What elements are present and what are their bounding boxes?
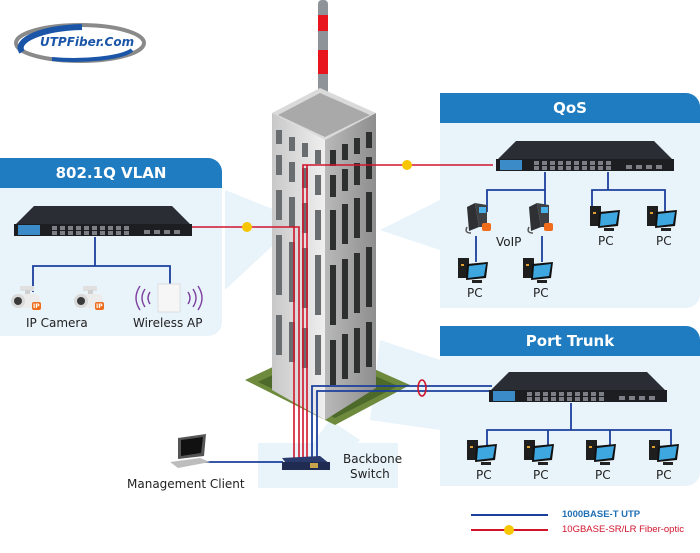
wireless-ap-label: Wireless AP <box>133 316 203 330</box>
management-client-label: Management Client <box>127 477 245 491</box>
ip-badge: IP <box>33 303 40 310</box>
legend-fiber-module-icon <box>504 525 514 535</box>
pc-icon <box>649 440 679 465</box>
qos-switch-icon <box>496 141 674 171</box>
pc-label: PC <box>467 286 483 300</box>
backbone-switch-label-line1: Backbone <box>343 452 403 466</box>
legend-utp-label: 1000BASE-T UTP <box>562 509 641 520</box>
pc-label: PC <box>476 468 492 482</box>
wireless-ap-icon <box>135 283 203 313</box>
vlan-panel-title: 802.1Q VLAN <box>0 158 222 188</box>
pc-icon <box>586 440 616 465</box>
building-right-face <box>325 113 376 420</box>
logo: UTPFiber.Com <box>12 22 147 64</box>
antenna-stripe <box>318 15 328 31</box>
utp-trunk-link <box>316 390 492 465</box>
utp-trunk-link <box>311 385 492 465</box>
qos-panel-title: QoS <box>440 93 700 123</box>
voip-phone-icon <box>527 202 554 234</box>
building-roof-inner <box>278 93 370 137</box>
trunk-panel-title: Port Trunk <box>440 326 700 356</box>
pc-label: PC <box>595 468 611 482</box>
pc-label: PC <box>533 286 549 300</box>
link-aggregation-icon <box>417 379 427 397</box>
utp-trunk-links <box>311 385 492 465</box>
pc-icon <box>458 258 488 283</box>
vlan-utp-links <box>32 237 171 292</box>
legend-fiber-label: 10GBASE-SR/LR Fiber-optic <box>562 524 684 535</box>
laptop-icon <box>170 434 210 468</box>
voip-label: VoIP <box>496 235 522 249</box>
qos-utp-links <box>475 172 666 262</box>
fiber-link-vlan <box>190 226 300 465</box>
pc-label: PC <box>533 468 549 482</box>
trunk-utp-links <box>486 403 672 448</box>
fiber-module-icon <box>242 222 252 232</box>
pc-label: PC <box>656 234 672 248</box>
pc-icon <box>523 258 553 283</box>
pc-label: PC <box>598 234 614 248</box>
pc-icon <box>524 440 554 465</box>
backbone-switch-icon <box>282 456 330 470</box>
fiber-link-qos <box>302 164 493 465</box>
pc-icon <box>467 440 497 465</box>
pc-label: PC <box>656 468 672 482</box>
vlan-switch-icon <box>14 206 192 236</box>
fiber-module-icon <box>402 160 412 170</box>
ray-qos <box>380 200 440 250</box>
fiber-links <box>190 164 493 465</box>
logo-swoosh <box>14 23 146 63</box>
trunk-switch-icon <box>489 372 667 402</box>
pc-icon <box>647 206 677 231</box>
ip-camera-label: IP Camera <box>26 316 88 330</box>
backbone-switch-label-line2: Switch <box>350 467 390 481</box>
ip-badge: IP <box>96 303 103 310</box>
building-windows-left <box>276 130 321 375</box>
pc-icon <box>590 206 620 231</box>
building-windows-right <box>330 132 372 385</box>
antenna-stripe <box>318 50 328 74</box>
logo-text: UTPFiber.Com <box>40 35 135 49</box>
